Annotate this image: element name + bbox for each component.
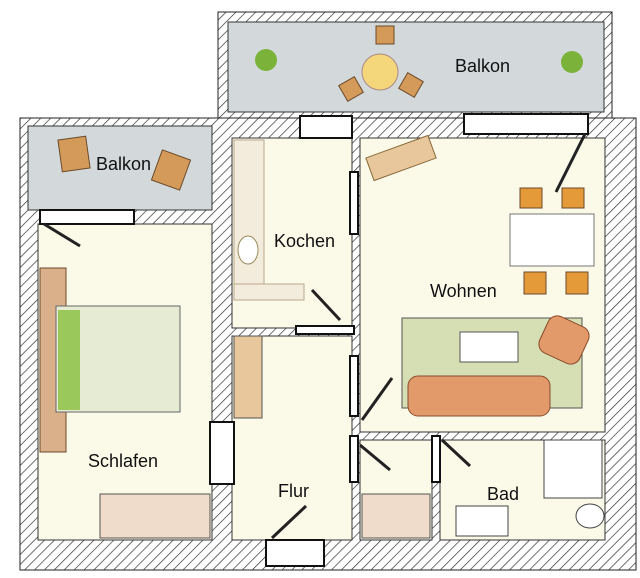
pillows [58, 310, 80, 410]
door [349, 171, 359, 235]
chair [519, 187, 543, 209]
chair [338, 76, 364, 102]
label-hall: Flur [278, 481, 309, 501]
sofa [407, 375, 551, 417]
window [299, 115, 353, 139]
dining-table [509, 213, 595, 267]
chair [375, 25, 395, 45]
label-living: Wohnen [430, 281, 497, 301]
chair [565, 271, 589, 295]
chair [150, 149, 192, 191]
door-swings [43, 133, 587, 540]
openings [39, 113, 589, 567]
label-bath: Bad [487, 484, 519, 504]
plant [255, 49, 277, 71]
balcony-door [463, 113, 589, 135]
toilet [575, 503, 605, 529]
washbasin [455, 505, 509, 537]
door [349, 435, 359, 483]
balcony-top-floor [227, 21, 605, 113]
wardrobe [99, 493, 211, 539]
window [265, 539, 325, 567]
door [431, 435, 441, 483]
sideboard [365, 134, 437, 182]
chair [57, 135, 91, 173]
door [209, 421, 235, 485]
balcony-door [39, 209, 135, 225]
chair [523, 271, 547, 295]
door [349, 355, 359, 417]
coffee-table [459, 331, 519, 363]
kitchen-counter [233, 139, 265, 301]
door [295, 325, 355, 335]
storage-shelf [361, 493, 431, 539]
kitchen-counter [233, 283, 305, 301]
label-kitchen: Kochen [274, 231, 335, 251]
hall-cabinet [233, 335, 263, 419]
chair [398, 72, 424, 98]
armchair [538, 315, 590, 365]
balcony-table [361, 53, 399, 91]
plant [561, 51, 583, 73]
sink [237, 235, 259, 265]
chair [561, 187, 585, 209]
label-bedroom: Schlafen [88, 451, 158, 471]
label-balcony-left: Balkon [96, 154, 151, 174]
label-balcony-top: Balkon [455, 56, 510, 76]
shower [543, 439, 603, 499]
furniture [39, 25, 605, 539]
